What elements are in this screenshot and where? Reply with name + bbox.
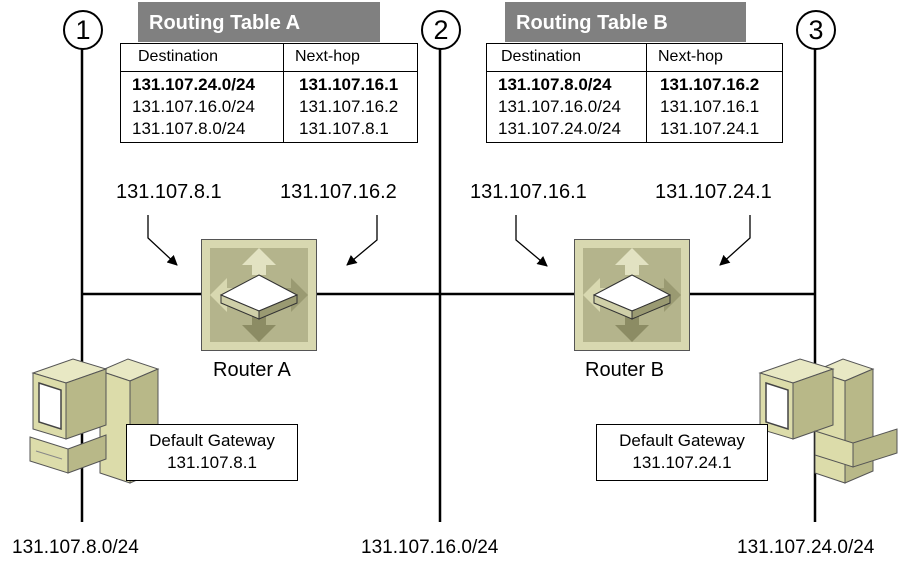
gateway-label: Default Gateway: [619, 431, 745, 450]
router-b-left-ip: 131.107.16.1: [470, 181, 587, 203]
router-a-left-ip: 131.107.8.1: [116, 181, 222, 203]
computer-icon: [758, 358, 898, 484]
routing-table-a-title: Routing Table A: [138, 2, 380, 42]
routing-table-b-title: Routing Table B: [505, 2, 746, 42]
header-destination: Destination: [138, 48, 219, 65]
arrow-icon: [346, 215, 378, 266]
network-2-subnet: 131.107.16.0/24: [361, 537, 499, 558]
table-cell: 131.107.16.0/24: [132, 97, 255, 116]
gateway-label: Default Gateway: [149, 431, 275, 450]
default-gateway-box-3: Default Gateway 131.107.24.1: [596, 424, 768, 481]
table-cell: 131.107.24.0/24: [498, 119, 621, 138]
table-cell: 131.107.8.0/24: [498, 75, 612, 94]
router-icon: [574, 239, 690, 351]
arrow-icon: [147, 215, 178, 266]
header-destination: Destination: [501, 48, 582, 65]
router-b-right-ip: 131.107.24.1: [655, 181, 772, 203]
table-cell: 131.107.16.1: [299, 75, 399, 94]
network-3-subnet: 131.107.24.0/24: [737, 537, 875, 558]
table-cell: 131.107.16.0/24: [498, 97, 621, 116]
header-next-hop: Next-hop: [295, 48, 360, 65]
table-cell: 131.107.8.1: [299, 119, 389, 138]
routing-table-b: Destination Next-hop 131.107.8.0/24 131.…: [486, 43, 783, 143]
arrow-icon: [515, 215, 548, 267]
header-next-hop: Next-hop: [658, 48, 723, 65]
table-cell: 131.107.16.1: [660, 97, 760, 116]
router-b-label: Router B: [585, 359, 664, 381]
computer-icon: [29, 358, 160, 484]
table-cell: 131.107.16.2: [660, 75, 760, 94]
arrow-icon: [719, 215, 751, 266]
gateway-ip: 131.107.24.1: [632, 453, 732, 472]
table-cell: 131.107.16.2: [299, 97, 399, 116]
routing-table-a: Destination Next-hop 131.107.24.0/24 131…: [120, 43, 418, 143]
router-icon: [201, 239, 317, 351]
network-1-badge: 1: [63, 10, 103, 50]
default-gateway-box-1: Default Gateway 131.107.8.1: [126, 424, 298, 481]
network-3-badge: 3: [796, 10, 836, 50]
router-a-label: Router A: [213, 359, 291, 381]
table-cell: 131.107.24.1: [660, 119, 760, 138]
network-1-subnet: 131.107.8.0/24: [12, 537, 139, 558]
network-2-badge: 2: [421, 10, 461, 50]
router-a-right-ip: 131.107.16.2: [280, 181, 397, 203]
gateway-ip: 131.107.8.1: [167, 453, 257, 472]
table-cell: 131.107.24.0/24: [132, 75, 255, 94]
table-cell: 131.107.8.0/24: [132, 119, 246, 138]
